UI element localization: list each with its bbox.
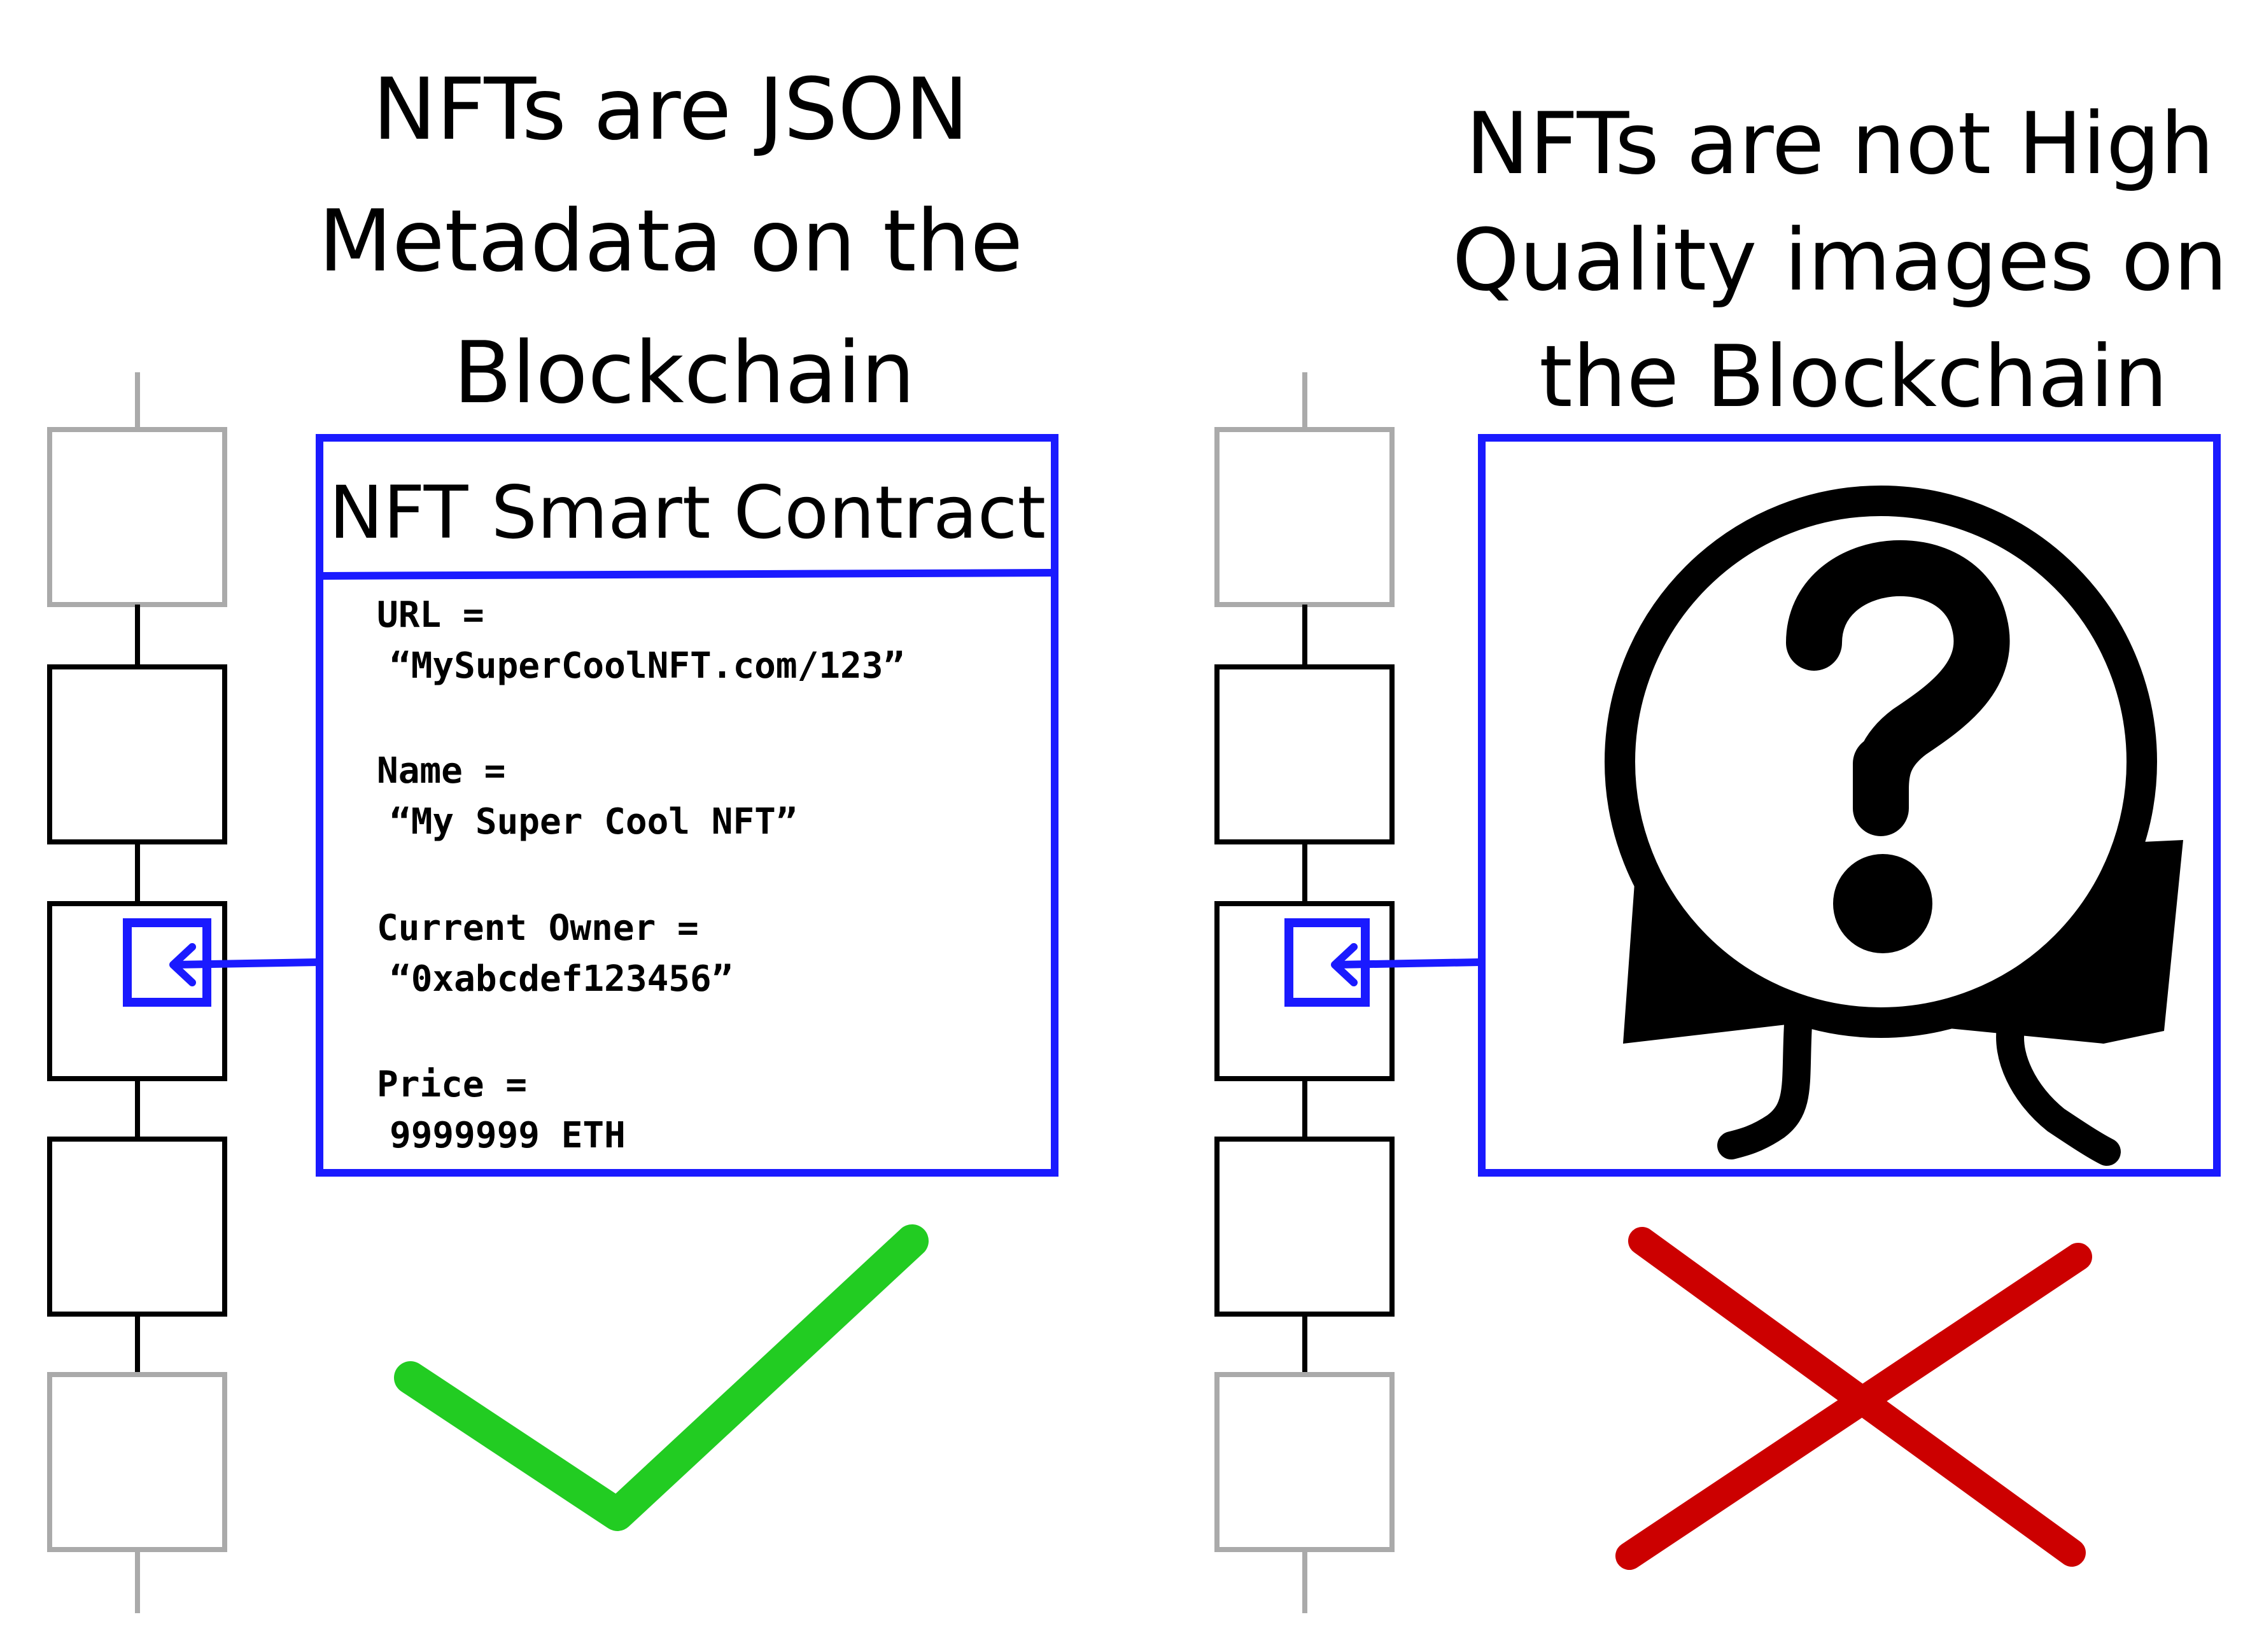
contract-field-owner-label: Current Owner = [377, 907, 699, 949]
cross-icon [1615, 1227, 2092, 1570]
left-block-2 [47, 664, 227, 844]
right-block-2 [1214, 664, 1395, 844]
contract-field-url-value: “MySuperCoolNFT.com/123” [390, 645, 904, 687]
left-block-4 [47, 1137, 227, 1317]
left-panel: NFTs are JSON Metadata on the Blockchain… [47, 60, 1058, 1613]
right-block-5 [1214, 1372, 1395, 1552]
contract-field-owner-value: “0xabcdef123456” [390, 958, 733, 1000]
checkmark-icon [394, 1224, 929, 1531]
left-heading: NFTs are JSON Metadata on the Blockchain [318, 60, 1050, 423]
nft-smart-contract-box: NFT Smart Contract URL = “MySuperCoolNFT… [316, 434, 1058, 1177]
contract-box-title: NFT Smart Contract [329, 470, 1046, 555]
right-pointer-arrowhead [1331, 943, 1358, 986]
left-pointer-line [174, 958, 319, 969]
right-pointer [1284, 918, 1480, 1007]
right-panel: NFTs are not High Quality images on the … [1214, 94, 2255, 1613]
right-pointer-line [1336, 958, 1480, 969]
right-blockchain [1214, 372, 1395, 1613]
left-blockchain [47, 372, 227, 1613]
right-heading: NFTs are not High Quality images on the … [1452, 94, 2255, 426]
right-block-1 [1214, 427, 1395, 607]
contract-field-name-value: “My Super Cool NFT” [390, 801, 798, 843]
left-block-5 [47, 1372, 227, 1552]
contract-field-price-value: 9999999 ETH [390, 1115, 626, 1156]
contract-field-url-label: URL = [377, 594, 484, 636]
left-block-3 [47, 901, 227, 1081]
left-block-1 [47, 427, 227, 607]
left-pointer-arrowhead [169, 943, 196, 986]
contract-field-price-label: Price = [377, 1064, 527, 1105]
question-mark-icon [1605, 486, 2183, 1166]
image-box [1478, 434, 2221, 1177]
contract-field-name-label: Name = [377, 750, 505, 792]
left-pointer [123, 918, 319, 1007]
right-block-4 [1214, 1137, 1395, 1317]
